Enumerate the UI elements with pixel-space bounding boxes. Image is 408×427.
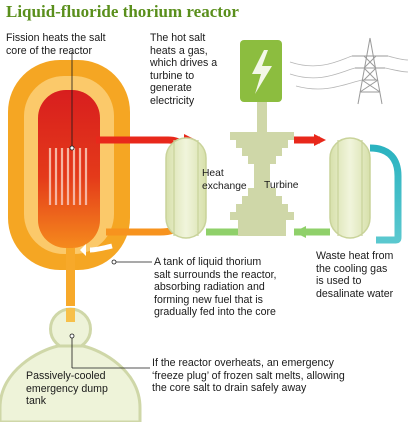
lightning-icon — [252, 50, 272, 94]
power-lines — [289, 55, 408, 90]
turbine-shaft — [257, 102, 267, 132]
fission-caption: Fission heats the salt core of the react… — [6, 32, 106, 57]
freeze-plug-caption: If the reactor overheats, an emergency ‘… — [152, 357, 345, 395]
turbine — [230, 132, 294, 236]
hot-salt-caption: The hot salt heats a gas, which drives a… — [150, 32, 218, 107]
arrow-icon — [80, 244, 86, 256]
heat-exchange-label: Heat exchange — [202, 168, 247, 192]
waste-heat-caption: Waste heat from the cooling gas is used … — [316, 250, 394, 300]
thorium-tank-caption: A tank of liquid thorium salt surrounds … — [154, 256, 277, 319]
arrow-icon — [314, 134, 326, 146]
fuel-channels — [48, 148, 88, 205]
leader-lines — [69, 52, 152, 369]
drain-pipe — [66, 248, 75, 306]
emergency-dump-tank — [0, 344, 142, 424]
turbine-label: Turbine — [264, 180, 299, 191]
dump-tank-caption: Passively-cooled emergency dump tank — [26, 370, 108, 408]
pylon-icon — [352, 37, 388, 105]
heat-exchanger — [165, 137, 207, 239]
arrow-icon — [89, 243, 113, 253]
cooling-water-loop — [369, 144, 402, 244]
diagram-title: Liquid-fluoride thorium reactor — [6, 2, 239, 21]
cooler-exchanger — [329, 137, 371, 239]
arrow-icon — [294, 226, 306, 238]
